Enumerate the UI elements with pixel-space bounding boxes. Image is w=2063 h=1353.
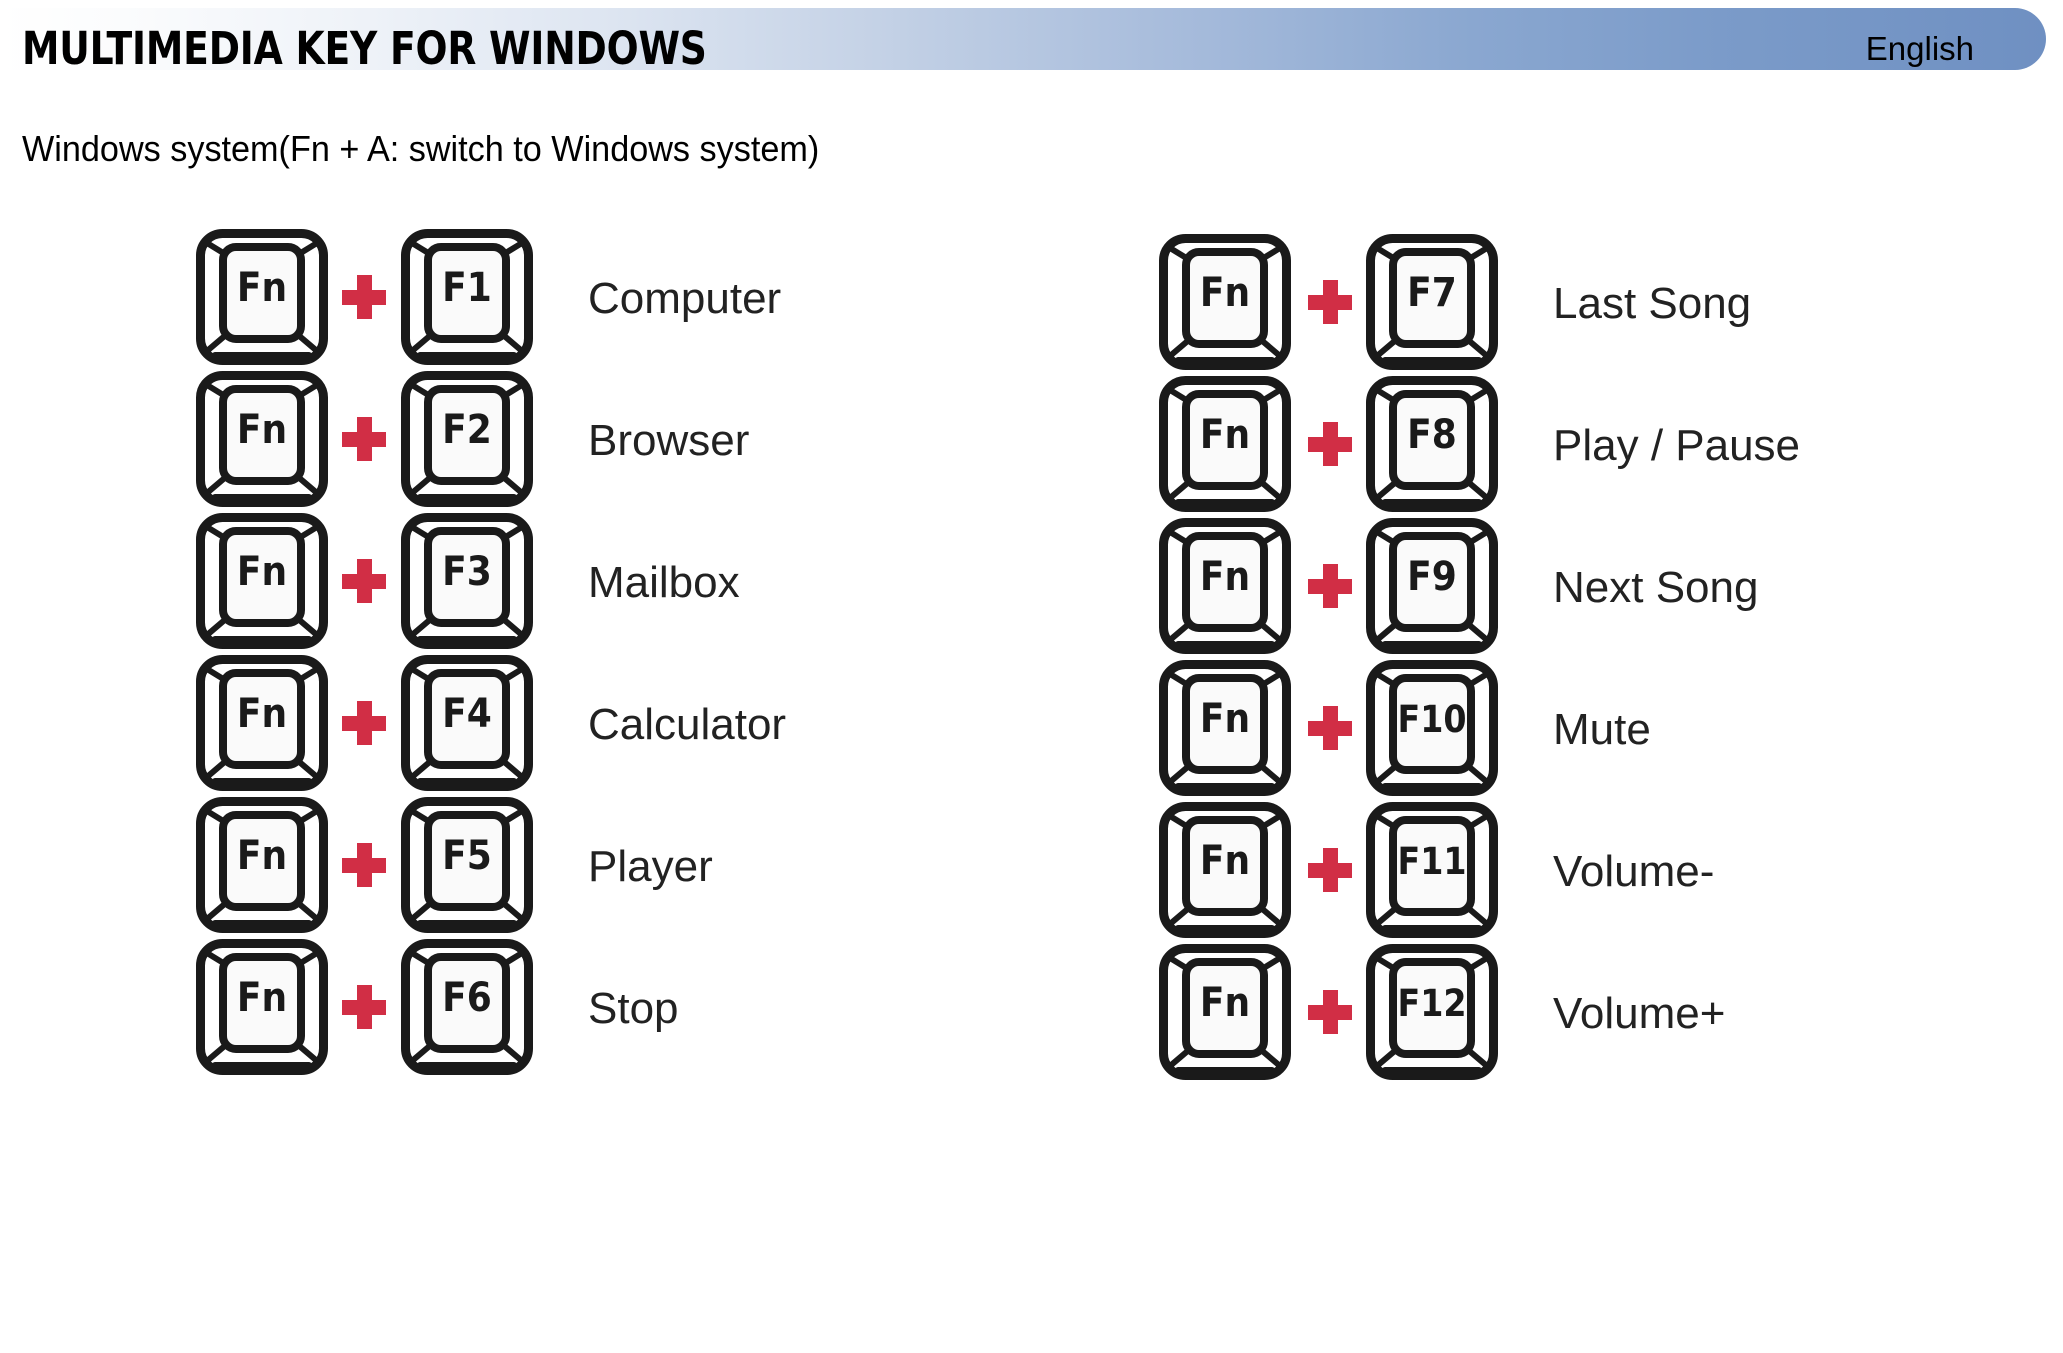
- keycap-fn-right-column-4[interactable]: Fn: [1158, 659, 1292, 797]
- plus-icon: [1308, 848, 1352, 892]
- keycap-fn-left-column-2[interactable]: Fn: [195, 370, 329, 508]
- shortcut-action-label: Calculator: [588, 700, 787, 749]
- plus-icon: [342, 559, 386, 603]
- keycap-f2[interactable]: F2: [400, 370, 534, 508]
- keycap-f4[interactable]: F4: [400, 654, 534, 792]
- keycap-fn-left-column-4[interactable]: Fn: [195, 654, 329, 792]
- keycap-fn-right-column-2[interactable]: Fn: [1158, 375, 1292, 513]
- keycap-fn-left-column-5[interactable]: Fn: [195, 796, 329, 934]
- plus-icon: [342, 985, 386, 1029]
- shortcut-action-label: Mute: [1553, 705, 1651, 754]
- keycap-f10[interactable]: F10: [1365, 659, 1499, 797]
- keycap-f5[interactable]: F5: [400, 796, 534, 934]
- keycap-fn-left-column-3[interactable]: Fn: [195, 512, 329, 650]
- shortcut-action-label: Volume-: [1553, 847, 1715, 896]
- keycap-fn-right-column-5[interactable]: Fn: [1158, 801, 1292, 939]
- plus-icon: [342, 701, 386, 745]
- keycap-f6[interactable]: F6: [400, 938, 534, 1076]
- page-header-banner: MULTIMEDIA KEY FOR WINDOWS English: [0, 8, 2046, 75]
- shortcut-action-label: Computer: [588, 274, 782, 323]
- shortcut-action-label: Volume+: [1553, 989, 1726, 1038]
- keycap-fn-right-column-3[interactable]: Fn: [1158, 517, 1292, 655]
- plus-icon: [1308, 706, 1352, 750]
- keycap-fn-left-column-6[interactable]: Fn: [195, 938, 329, 1076]
- shortcut-action-label: Last Song: [1553, 279, 1752, 328]
- plus-icon: [1308, 990, 1352, 1034]
- keycap-f12[interactable]: F12: [1365, 943, 1499, 1081]
- keycap-fn-right-column-6[interactable]: Fn: [1158, 943, 1292, 1081]
- keycap-f9[interactable]: F9: [1365, 517, 1499, 655]
- keycap-f1[interactable]: F1: [400, 228, 534, 366]
- plus-icon: [342, 275, 386, 319]
- language-label: English: [1865, 30, 1974, 67]
- keycap-f11[interactable]: F11: [1365, 801, 1499, 939]
- keycap-f7[interactable]: F7: [1365, 233, 1499, 371]
- keycap-fn-left-column-1[interactable]: Fn: [195, 228, 329, 366]
- keycap-fn-right-column-1[interactable]: Fn: [1158, 233, 1292, 371]
- keycap-f8[interactable]: F8: [1365, 375, 1499, 513]
- keycap-f3[interactable]: F3: [400, 512, 534, 650]
- shortcut-action-label: Browser: [588, 416, 750, 465]
- shortcut-action-label: Mailbox: [588, 558, 740, 607]
- plus-icon: [1308, 280, 1352, 324]
- system-note: Windows system(Fn + A: switch to Windows…: [22, 128, 820, 169]
- shortcut-action-label: Stop: [588, 984, 679, 1033]
- plus-icon: [1308, 564, 1352, 608]
- plus-icon: [342, 843, 386, 887]
- plus-icon: [1308, 422, 1352, 466]
- plus-icon: [342, 417, 386, 461]
- shortcut-action-label: Player: [588, 842, 713, 891]
- page-title: MULTIMEDIA KEY FOR WINDOWS: [22, 22, 707, 75]
- shortcut-action-label: Play / Pause: [1553, 421, 1801, 470]
- shortcut-action-label: Next Song: [1553, 563, 1759, 612]
